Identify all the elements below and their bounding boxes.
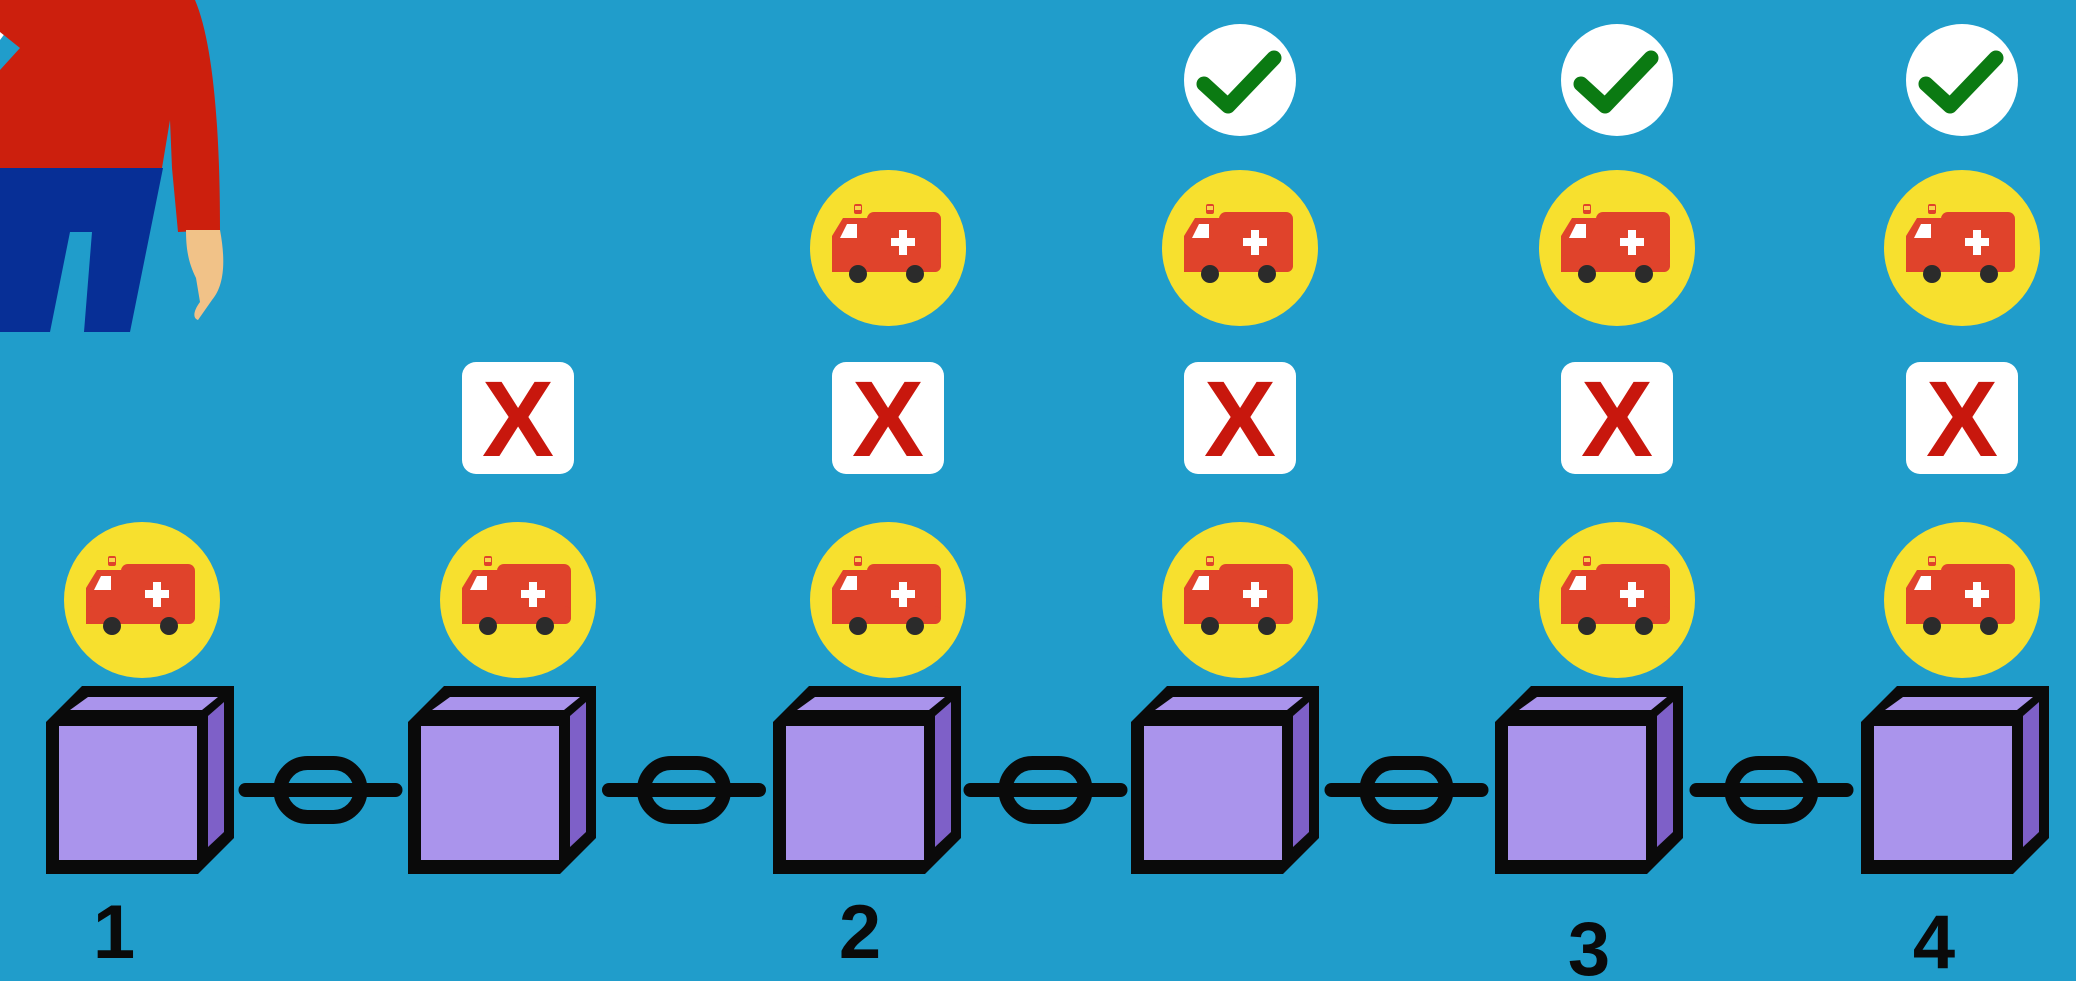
block-number-label: 3: [1567, 907, 1611, 981]
block-cube-icon: [408, 686, 596, 874]
ambulance-token-icon: [810, 170, 966, 326]
person-icon: [0, 0, 224, 332]
block-cube-icon: [1861, 686, 2049, 874]
ambulance-token-icon: [1162, 522, 1318, 678]
reject-x-icon: X: [1561, 358, 1673, 479]
block-cube-icon: [1495, 686, 1683, 874]
reject-x-icon: X: [832, 358, 944, 479]
block-number-label: 4: [1912, 900, 1956, 981]
block-number-label: 1: [92, 890, 136, 975]
ambulance-token-icon: [1162, 170, 1318, 326]
svg-text:X: X: [1581, 358, 1653, 479]
block-number-label: 2: [838, 890, 882, 975]
ambulance-token-icon: [1884, 170, 2040, 326]
ambulance-token-icon: [64, 522, 220, 678]
approve-checkmark-icon: [1561, 24, 1673, 136]
ambulance-token-icon: [1539, 522, 1695, 678]
chain-link-icon: [239, 763, 403, 817]
svg-text:X: X: [1926, 358, 1998, 479]
block-cube-icon: [46, 686, 234, 874]
block-cube-icon: [1131, 686, 1319, 874]
svg-text:X: X: [482, 358, 554, 479]
reject-x-icon: X: [1906, 358, 2018, 479]
chain-link-icon: [964, 763, 1128, 817]
chain-link-icon: [602, 763, 766, 817]
ambulance-token-icon: [1884, 522, 2040, 678]
ambulance-token-icon: [440, 522, 596, 678]
svg-text:X: X: [1204, 358, 1276, 479]
block-cube-icon: [773, 686, 961, 874]
chain-link-icon: [1690, 763, 1854, 817]
approve-checkmark-icon: [1184, 24, 1296, 136]
approve-checkmark-icon: [1906, 24, 2018, 136]
chain-link-icon: [1325, 763, 1489, 817]
ambulance-token-icon: [1539, 170, 1695, 326]
reject-x-icon: X: [462, 358, 574, 479]
svg-text:X: X: [852, 358, 924, 479]
reject-x-icon: X: [1184, 358, 1296, 479]
ambulance-token-icon: [810, 522, 966, 678]
